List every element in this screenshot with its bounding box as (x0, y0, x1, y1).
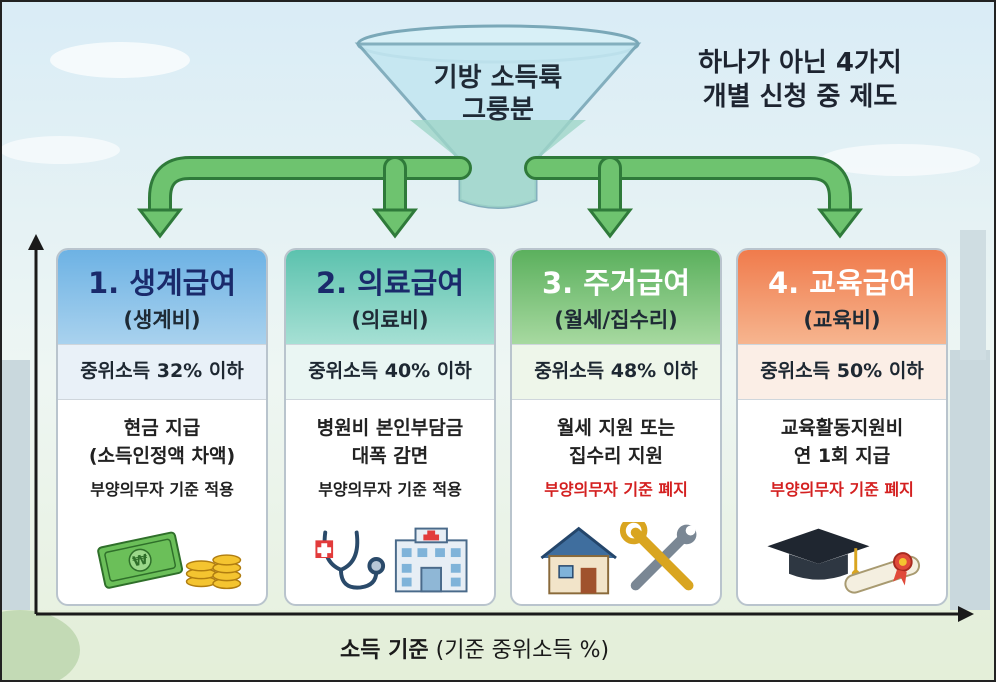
x-axis-label-bold: 소득 기준 (340, 638, 429, 663)
ground (0, 610, 996, 682)
arrow-head-3 (586, 208, 634, 239)
card-description-line1: 월세 지원 또는 (556, 417, 676, 439)
education-icon (767, 528, 921, 594)
card-description-line2: 대폭 감면 (351, 445, 429, 467)
medical-icon (315, 527, 468, 593)
card-description-line1: 병원비 본인부담금 (316, 417, 464, 439)
card-education-benefit: 4. 교육급여 (교육비) 중위소득 50% 이하 교육활동지원비 연 1회 지… (736, 248, 948, 606)
card-header: 1. 생계급여 (생계비) (58, 250, 266, 344)
house-icon (540, 526, 617, 595)
building (950, 350, 990, 610)
arrow-heads (136, 208, 864, 239)
card-description-line2: (소득인정액 차액) (88, 445, 236, 467)
y-axis-arrow (28, 234, 44, 250)
cloud (820, 144, 980, 176)
card-subtitle: (교육비) (803, 308, 881, 332)
headline-line1: 하나가 아닌 4가지 (698, 48, 902, 78)
funnel-label: 기방 소득륙 그룽분 (400, 62, 596, 126)
x-axis-label-rest: (기준 중위소득 %) (435, 638, 610, 663)
card-criterion: 중위소득 48% 이하 (512, 344, 720, 400)
graduation-cap-icon (767, 528, 870, 580)
card-title: 1. 생계급여 (87, 266, 236, 300)
card-header: 4. 교육급여 (교육비) (738, 250, 946, 344)
card-description: 병원비 본인부담금 대폭 감면 (286, 414, 494, 470)
svg-text:₩: ₩ (131, 552, 149, 571)
card-title: 3. 주거급여 (541, 266, 690, 300)
headline-line2: 개별 신청 중 제도 (702, 82, 898, 112)
card-subtitle: (월세/집수리) (554, 308, 678, 332)
card-header: 3. 주거급여 (월세/집수리) (512, 250, 720, 344)
cloud (50, 42, 190, 78)
card-description: 월세 지원 또는 집수리 지원 (512, 414, 720, 470)
headline: 하나가 아닌 4가지 개별 신청 중 제도 (660, 46, 940, 114)
card-description-line1: 현금 지급 (123, 417, 201, 439)
distribution-arrows (148, 156, 852, 224)
funnel-icon (354, 24, 642, 209)
card-header: 2. 의료급여 (의료비) (286, 250, 494, 344)
money-icon: ₩ (97, 531, 242, 590)
card-subtitle: (생계비) (123, 308, 201, 332)
card-note: 부양의무자 기준 적용 (90, 480, 234, 499)
card-note: 부양의무자 기준 폐지 (770, 480, 914, 499)
arrow-head-2 (371, 208, 419, 239)
building (960, 230, 986, 360)
building (0, 360, 30, 610)
card-housing-benefit: 3. 주거급여 (월세/집수리) 중위소득 48% 이하 월세 지원 또는 집수… (510, 248, 722, 606)
housing-icon (540, 522, 697, 595)
card-title: 4. 교육급여 (767, 266, 916, 300)
arrow-head-4 (816, 208, 864, 239)
stethoscope-icon (322, 530, 386, 590)
card-note: 부양의무자 기준 폐지 (544, 480, 688, 499)
card-criterion: 중위소득 50% 이하 (738, 344, 946, 400)
card-livelihood-benefit: 1. 생계급여 (생계비) 중위소득 32% 이하 현금 지급 (소득인정액 차… (56, 248, 268, 606)
arrow-head-1 (136, 208, 184, 239)
wrench-icon (619, 522, 697, 591)
funnel-label-line1: 기방 소득륙 (433, 63, 563, 93)
card-criterion: 중위소득 40% 이하 (286, 344, 494, 400)
card-medical-benefit: 2. 의료급여 (의료비) 중위소득 40% 이하 병원비 본인부담금 대폭 감… (284, 248, 496, 606)
card-description-line2: 연 1회 지급 (793, 445, 891, 467)
x-axis-label: 소득 기준 (기준 중위소득 %) (340, 632, 609, 664)
card-title: 2. 의료급여 (315, 266, 464, 300)
card-description: 현금 지급 (소득인정액 차액) (58, 414, 266, 470)
card-description-line1: 교육활동지원비 (780, 417, 904, 439)
x-axis-arrow (958, 606, 974, 622)
card-criterion: 중위소득 32% 이하 (58, 344, 266, 400)
cloud (0, 136, 120, 164)
diploma-icon (844, 552, 921, 594)
card-description: 교육활동지원비 연 1회 지급 (738, 414, 946, 470)
card-subtitle: (의료비) (351, 308, 429, 332)
card-note: 부양의무자 기준 적용 (318, 480, 462, 499)
hospital-icon (394, 527, 468, 593)
card-description-line2: 집수리 지원 (568, 445, 663, 467)
funnel-label-line2: 그룽분 (462, 95, 534, 125)
